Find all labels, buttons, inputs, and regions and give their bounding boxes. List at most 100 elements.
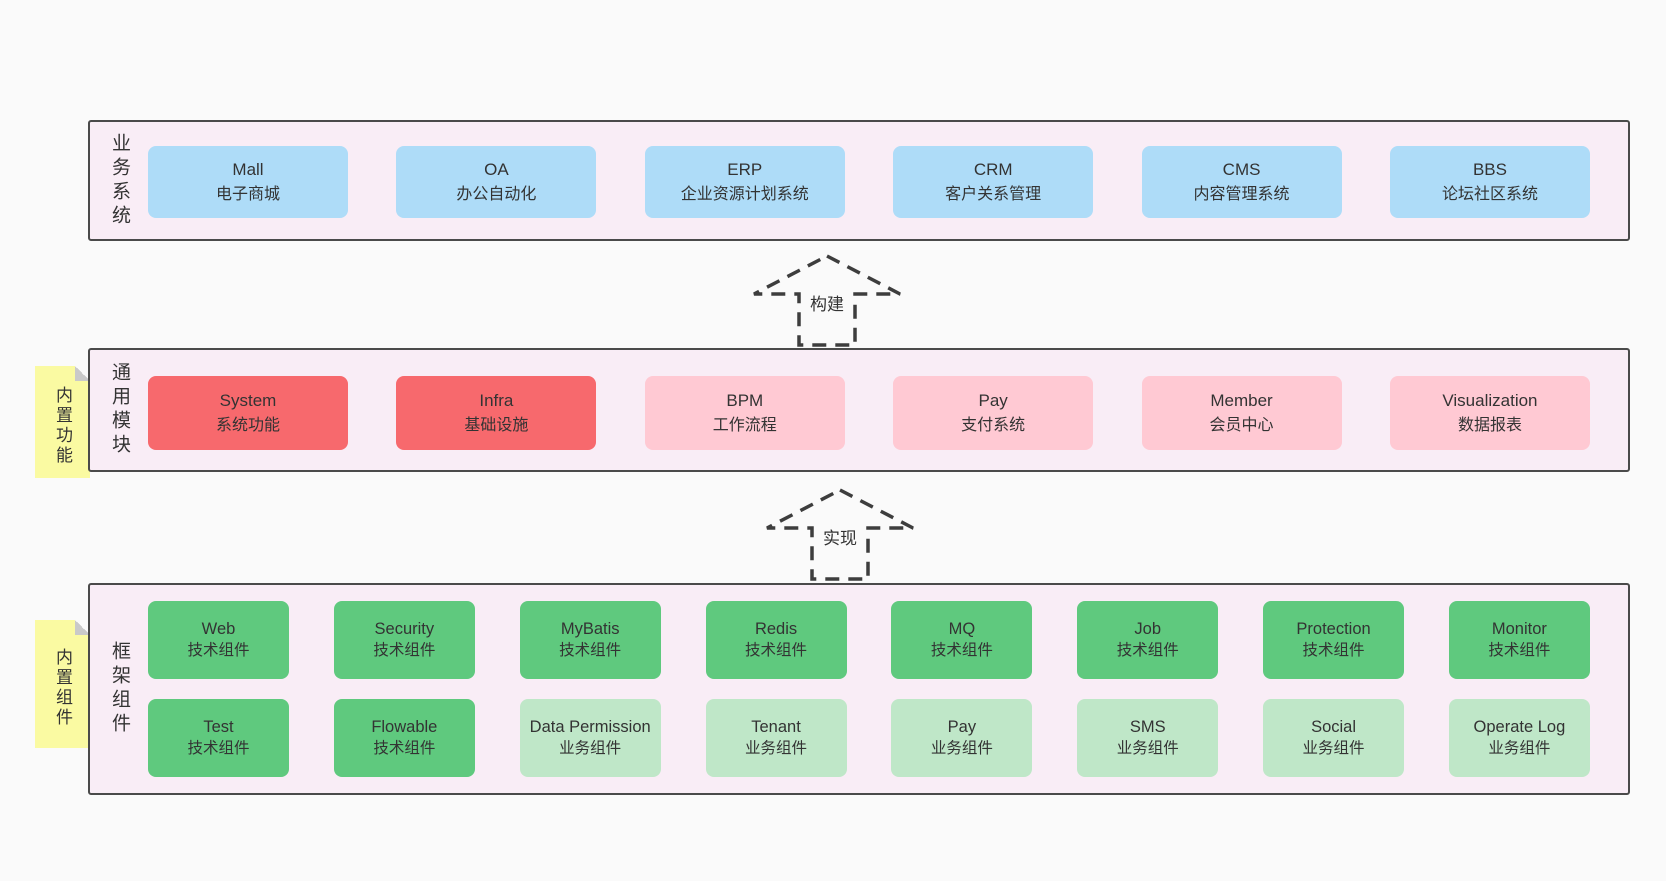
- box-mall: Mall 电子商城: [148, 146, 348, 218]
- box-subtitle: 业务组件: [745, 739, 808, 757]
- box-monitor: Monitor 技术组件: [1448, 601, 1590, 679]
- box-subtitle: 工作流程: [712, 416, 777, 434]
- layer-modules-label: 通用模块: [109, 362, 130, 458]
- box-subtitle: 技术组件: [373, 739, 436, 757]
- box-security: Security 技术组件: [333, 601, 475, 679]
- box-job: Job 技术组件: [1077, 601, 1219, 679]
- box-redis: Redis 技术组件: [705, 601, 847, 679]
- box-title: Data Permission: [529, 717, 651, 736]
- box-pay-component: Pay 业务组件: [891, 699, 1033, 777]
- box-pay-module: Pay 支付系统: [893, 376, 1094, 450]
- box-subtitle: 业务组件: [1302, 739, 1365, 757]
- box-title: CMS: [1222, 160, 1261, 180]
- box-operate-log: Operate Log 业务组件: [1448, 699, 1590, 777]
- box-title: Tenant: [751, 717, 801, 736]
- box-subtitle: 企业资源计划系统: [680, 185, 809, 203]
- box-subtitle: 技术组件: [1116, 641, 1179, 659]
- box-mybatis: MyBatis 技术组件: [519, 601, 661, 679]
- box-title: BBS: [1472, 160, 1507, 180]
- box-flowable: Flowable 技术组件: [333, 699, 475, 777]
- box-title: MQ: [948, 619, 976, 638]
- business-box-row: Mall 电子商城 OA 办公自动化 ERP 企业资源计划系统 CRM 客户关系…: [148, 146, 1590, 218]
- box-subtitle: 技术组件: [1302, 641, 1365, 659]
- box-title: Job: [1134, 619, 1162, 638]
- dashed-up-arrow-icon: [753, 254, 901, 347]
- box-subtitle: 论坛社区系统: [1441, 185, 1538, 203]
- box-test: Test 技术组件: [148, 699, 289, 777]
- box-title: MyBatis: [560, 619, 620, 638]
- box-title: CRM: [973, 160, 1013, 180]
- box-bbs: BBS 论坛社区系统: [1389, 146, 1590, 218]
- box-bpm: BPM 工作流程: [644, 376, 845, 450]
- box-subtitle: 业务组件: [930, 739, 993, 757]
- box-subtitle: 办公自动化: [456, 185, 537, 203]
- box-title: Redis: [754, 619, 798, 638]
- box-oa: OA 办公自动化: [396, 146, 597, 218]
- box-web: Web 技术组件: [148, 601, 289, 679]
- box-title: Monitor: [1491, 619, 1547, 638]
- box-subtitle: 技术组件: [1488, 641, 1551, 659]
- components-box-row-1: Web 技术组件 Security 技术组件 MyBatis 技术组件 Redi…: [148, 601, 1590, 679]
- folded-corner-icon: [75, 366, 90, 381]
- box-subtitle: 技术组件: [930, 641, 993, 659]
- layer-common-modules: 通用模块 System 系统功能 Infra 基础设施 BPM 工作流程 Pay…: [88, 348, 1630, 472]
- box-subtitle: 业务组件: [1488, 739, 1551, 757]
- box-subtitle: 系统功能: [215, 416, 280, 434]
- layer-components-label: 框架组件: [109, 641, 130, 737]
- box-subtitle: 数据报表: [1457, 416, 1522, 434]
- box-title: Flowable: [371, 717, 438, 736]
- box-subtitle: 支付系统: [961, 416, 1026, 434]
- modules-box-row: System 系统功能 Infra 基础设施 BPM 工作流程 Pay 支付系统…: [148, 376, 1590, 450]
- box-tenant: Tenant 业务组件: [705, 699, 847, 777]
- box-erp: ERP 企业资源计划系统: [644, 146, 845, 218]
- box-infra: Infra 基础设施: [396, 376, 597, 450]
- box-system: System 系统功能: [148, 376, 348, 450]
- box-subtitle: 基础设施: [464, 416, 529, 434]
- arrow-implement-label: 实现: [820, 524, 860, 549]
- box-subtitle: 会员中心: [1209, 416, 1274, 434]
- layer-business-systems: 业务系统 Mall 电子商城 OA 办公自动化 ERP 企业资源计划系统 CRM…: [88, 120, 1630, 241]
- box-title: Web: [201, 619, 236, 638]
- arrow-build: 构建: [751, 253, 903, 349]
- layer-framework-components: 框架组件 Web 技术组件 Security 技术组件 MyBatis 技术组件…: [88, 583, 1630, 795]
- box-crm: CRM 客户关系管理: [893, 146, 1094, 218]
- box-title: Protection: [1296, 619, 1371, 638]
- folded-corner-icon: [75, 620, 90, 635]
- arrow-build-label: 构建: [807, 290, 847, 315]
- box-subtitle: 业务组件: [1116, 739, 1179, 757]
- box-data-permission: Data Permission 业务组件: [519, 699, 661, 777]
- box-subtitle: 业务组件: [559, 739, 622, 757]
- box-title: System: [219, 391, 277, 411]
- box-subtitle: 技术组件: [559, 641, 622, 659]
- box-subtitle: 技术组件: [745, 641, 808, 659]
- note-text: 内置功能: [53, 386, 72, 466]
- box-subtitle: 技术组件: [373, 641, 436, 659]
- box-title: Infra: [479, 391, 514, 411]
- sticky-note-built-in-functions: 内置功能: [35, 366, 90, 478]
- box-sms: SMS 业务组件: [1077, 699, 1219, 777]
- box-title: Visualization: [1442, 391, 1538, 411]
- note-text: 内置组件: [53, 648, 72, 728]
- layer-business-label: 业务系统: [109, 132, 130, 229]
- box-mq: MQ 技术组件: [891, 601, 1033, 679]
- box-title: SMS: [1129, 717, 1166, 736]
- box-title: OA: [484, 160, 509, 180]
- box-title: Test: [203, 717, 234, 736]
- box-title: Member: [1210, 391, 1273, 411]
- box-title: Security: [374, 619, 435, 638]
- box-subtitle: 电子商城: [215, 185, 280, 203]
- arrow-implement: 实现: [764, 487, 916, 583]
- box-subtitle: 技术组件: [187, 739, 250, 757]
- box-subtitle: 客户关系管理: [945, 185, 1042, 203]
- box-title: Mall: [232, 160, 264, 180]
- box-subtitle: 技术组件: [187, 641, 250, 659]
- box-title: BPM: [726, 391, 764, 411]
- box-subtitle: 内容管理系统: [1193, 185, 1290, 203]
- box-cms: CMS 内容管理系统: [1141, 146, 1342, 218]
- box-title: ERP: [727, 160, 763, 180]
- components-box-row-2: Test 技术组件 Flowable 技术组件 Data Permission …: [148, 699, 1590, 777]
- box-social: Social 业务组件: [1263, 699, 1405, 777]
- box-title: Social: [1311, 717, 1357, 736]
- sticky-note-built-in-components: 内置组件: [35, 620, 90, 748]
- box-title: Pay: [978, 391, 1008, 411]
